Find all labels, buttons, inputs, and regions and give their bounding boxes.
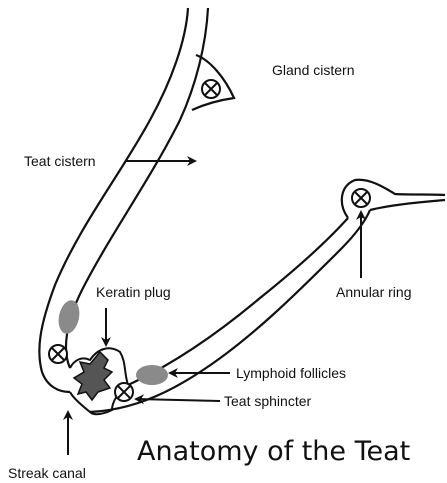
teat-wall-outer <box>39 8 188 392</box>
diagram-title: Anatomy of the Teat <box>137 436 410 467</box>
teat-wall-lower-outer <box>90 210 370 412</box>
lymphoid-follicles-blob <box>136 365 168 385</box>
label-teat-cistern: Teat cistern <box>24 153 96 169</box>
lymphoid-tissue-upper <box>56 298 83 335</box>
label-annular-ring: Annular ring <box>336 284 412 300</box>
teat-wall-inner <box>66 8 208 368</box>
cross-circle-gland <box>202 80 220 98</box>
label-keratin-plug: Keratin plug <box>96 284 171 300</box>
teat-wall-lower-inner <box>128 218 348 385</box>
annular-ring-wall <box>370 200 445 210</box>
label-streak-canal: Streak canal <box>8 465 86 481</box>
cross-circle-sphincter <box>115 383 133 401</box>
cross-circle-annular <box>352 189 370 207</box>
label-lymphoid-follicles: Lymphoid follicles <box>236 365 346 381</box>
arrow-teat-sphincter <box>136 399 220 401</box>
label-teat-sphincter: Teat sphincter <box>224 393 311 409</box>
label-gland-cistern: Gland cistern <box>272 62 354 78</box>
cross-circle-tip-left <box>49 345 67 363</box>
